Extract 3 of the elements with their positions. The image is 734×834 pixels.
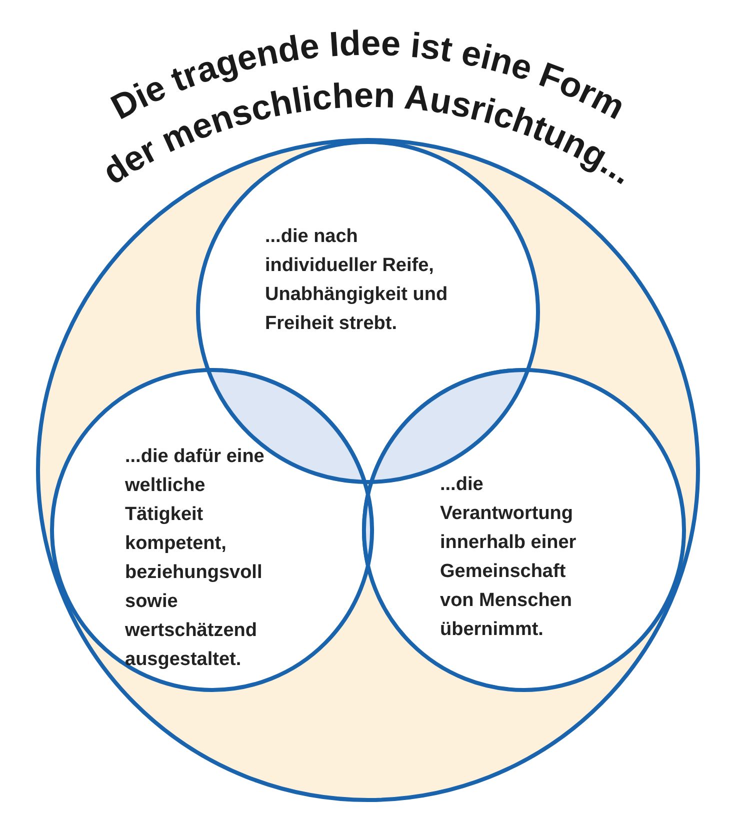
circle-text: ...die nach individueller Reife, Unabhängigkeit und Freiheit strebt.: [265, 225, 449, 336]
circle-text: ...die dafür eine weltliche Tätigkeit kompetent, beziehungsvoll sowie wertschätzend ausgestaltet.: [125, 445, 266, 672]
circle-text: ...die Verantwortung innerhalb einer Gemeinschaft von Menschen übernimmt.: [440, 473, 578, 642]
